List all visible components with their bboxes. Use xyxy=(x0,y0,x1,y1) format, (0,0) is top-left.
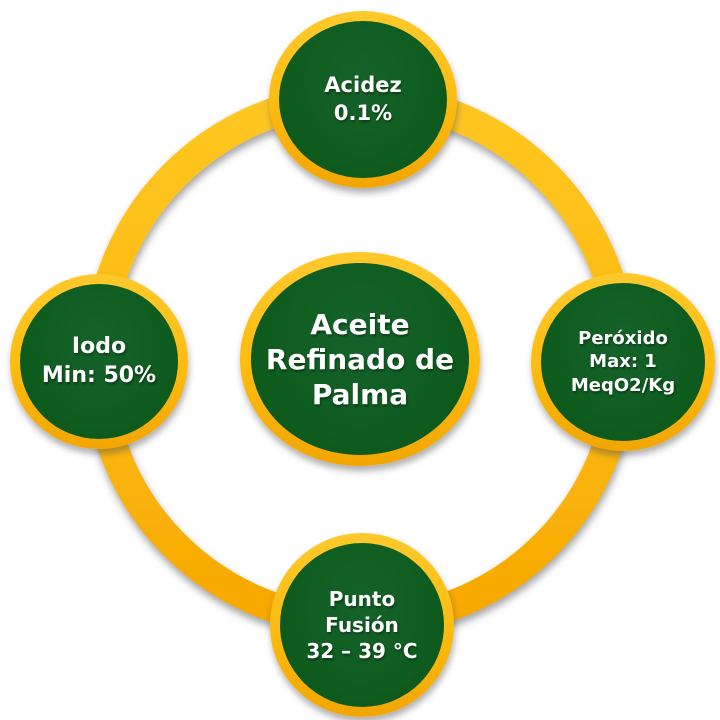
node-acidez-core: Acidez 0.1% xyxy=(279,21,447,178)
node-punto-fusion-core: Punto Fusión 32 – 39 °C xyxy=(280,543,444,707)
node-iodo-core: Iodo Min: 50% xyxy=(20,284,178,439)
node-punto-fusion-label: Punto Fusión 32 – 39 °C xyxy=(306,587,418,663)
node-peroxido-core: Peróxido Max: 1 MeqO2/Kg xyxy=(541,283,705,441)
node-peroxido-label: Peróxido Max: 1 MeqO2/Kg xyxy=(570,327,676,396)
node-center-core: Aceite Refinado de Palma xyxy=(251,263,469,455)
node-acidez: Acidez 0.1% xyxy=(269,11,457,188)
node-center-label: Aceite Refinado de Palma xyxy=(265,307,455,411)
node-acidez-label: Acidez 0.1% xyxy=(324,73,402,125)
node-center-aceite-refinado-de-palma: Aceite Refinado de Palma xyxy=(240,252,480,466)
node-iodo: Iodo Min: 50% xyxy=(10,274,188,449)
node-peroxido: Peróxido Max: 1 MeqO2/Kg xyxy=(531,273,715,451)
node-punto-fusion: Punto Fusión 32 – 39 °C xyxy=(270,533,454,717)
node-iodo-label: Iodo Min: 50% xyxy=(41,333,157,388)
